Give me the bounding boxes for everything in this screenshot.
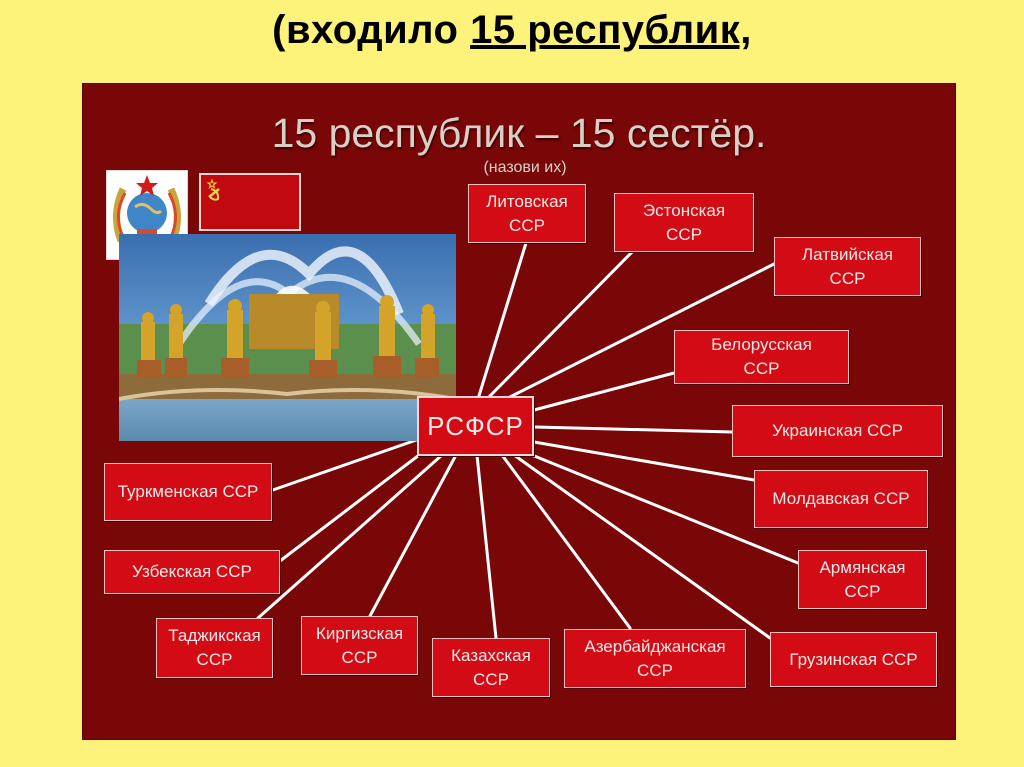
republic-suffix: ССР: [473, 669, 509, 689]
connector-azerbaydzhanskaya: [500, 453, 632, 630]
connector-litovskaya: [476, 241, 528, 401]
republic-name: Туркменская ССР: [117, 482, 259, 501]
connector-lines: [256, 241, 800, 640]
republic-name: Киргизская: [315, 623, 404, 643]
connector-uzbekskaya: [278, 447, 429, 563]
connector-kirgizskaya: [368, 453, 458, 618]
republic-latviyskaya-box: Латвийская ССР: [774, 237, 921, 296]
republic-turkmenskaya-box: Туркменская ССР: [104, 463, 272, 521]
republic-name: Азербайджанская: [584, 636, 726, 656]
republic-suffix: ССР: [637, 660, 673, 680]
republic-name: Латвийская: [801, 244, 894, 264]
republic-name: Грузинская ССР: [789, 649, 918, 669]
connector-armyanskaya: [525, 451, 800, 565]
connector-turkmenskaya: [268, 436, 424, 493]
fountain-photo: [119, 234, 456, 441]
republic-suffix: ССР: [509, 215, 545, 235]
republic-kazakhskaya-box: Казахская ССР: [432, 638, 550, 697]
republic-name: Украинская ССР: [772, 421, 903, 440]
connector-gruzinskaya: [512, 453, 772, 640]
republic-azerbaydzhanskaya-box: Азербайджанская ССР: [564, 629, 746, 688]
slide-title: 15 республик – 15 сестёр.: [271, 110, 767, 156]
republic-suffix: ССР: [829, 268, 866, 288]
heading-underlined: 15 республик,: [470, 8, 752, 52]
republic-ukrainskaya-box: Украинская ССР: [732, 405, 943, 457]
rsfsr-box: РСФСР: [417, 396, 534, 456]
connector-estonskaya: [485, 249, 635, 401]
republic-litovskaya-box: Литовская ССР: [468, 184, 586, 243]
connector-latviyskaya: [500, 261, 778, 403]
page-heading: (входило 15 республик,: [0, 8, 1024, 53]
heading-prefix: (входило: [272, 8, 471, 52]
republic-armyanskaya-box: Армянская ССР: [798, 550, 927, 609]
slide-subtitle: (назови их): [483, 159, 567, 176]
republic-suffix: ССР: [743, 359, 780, 378]
republic-name: Казахская: [451, 645, 531, 665]
republic-name: Молдавская ССР: [772, 489, 910, 508]
ussr-flag-icon: [199, 173, 301, 231]
republic-name: Литовская: [486, 191, 568, 211]
republic-kirgizskaya-box: Киргизская ССР: [301, 616, 418, 675]
connector-moldavskaya: [532, 440, 756, 482]
republic-suffix: ССР: [666, 224, 702, 244]
republic-name: Эстонская: [642, 200, 726, 220]
connector-kazakhskaya: [475, 453, 498, 640]
republic-suffix: ССР: [844, 581, 881, 601]
republic-estonskaya-box: Эстонская ССР: [614, 193, 754, 252]
republic-name: Таджикская: [168, 626, 261, 645]
republic-name: Узбекская ССР: [132, 562, 252, 581]
republic-name: Армянская: [819, 557, 906, 577]
republic-tadzhikskaya-box: Таджикская ССР: [156, 618, 273, 678]
connector-belorusskaya: [532, 371, 676, 412]
connector-tadzhikskaya: [256, 453, 444, 620]
republic-uzbekskaya-box: Узбекская ССР: [104, 550, 280, 594]
rsfsr-label: РСФСР: [427, 411, 524, 441]
republic-name: Белорусская: [711, 335, 812, 354]
republic-belorusskaya-box: Белорусская ССР: [674, 330, 849, 384]
connector-ukrainskaya: [533, 425, 734, 434]
republic-gruzinskaya-box: Грузинская ССР: [770, 632, 937, 687]
republic-moldavskaya-box: Молдавская ССР: [754, 470, 928, 528]
slide: 15 республик – 15 сестёр. (назови их): [82, 83, 956, 740]
republic-suffix: ССР: [341, 647, 378, 667]
republic-suffix: ССР: [196, 650, 233, 669]
